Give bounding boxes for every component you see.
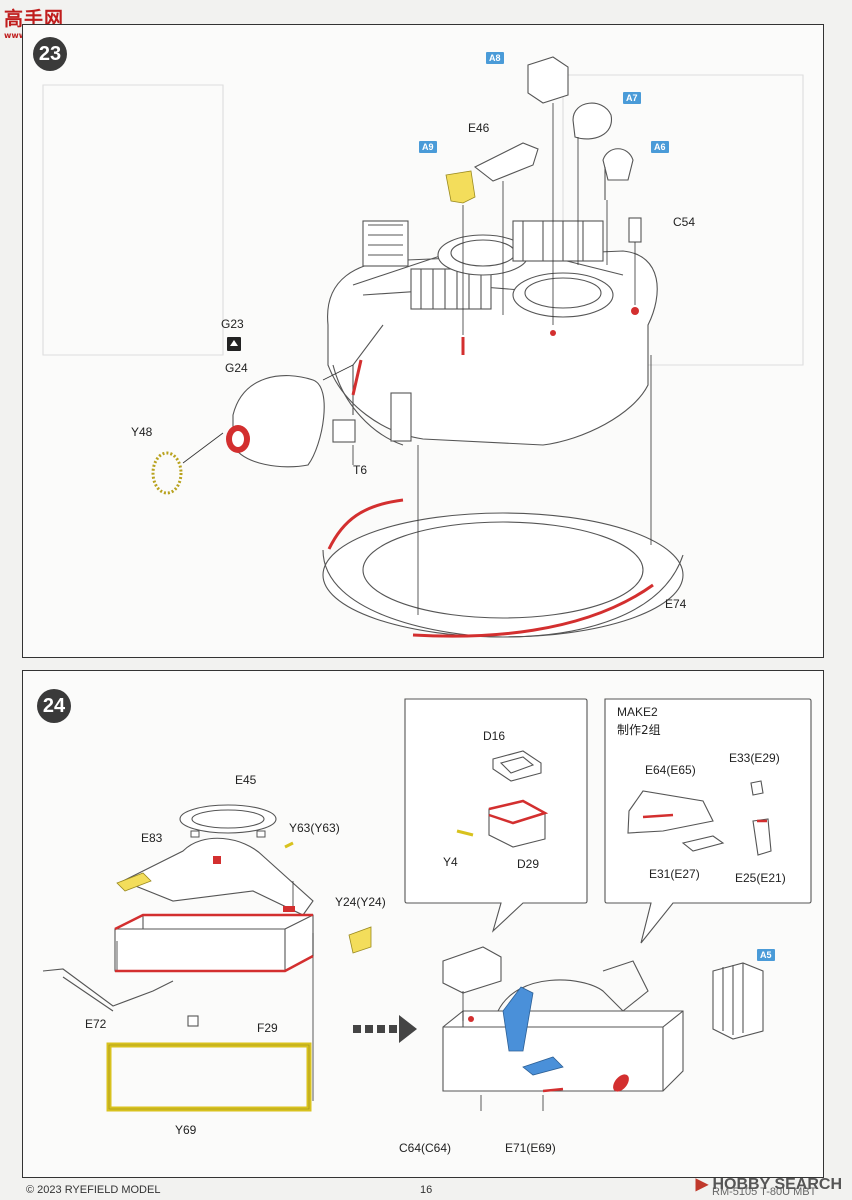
label-e74: E74 bbox=[665, 597, 687, 611]
label-f29: F29 bbox=[257, 1021, 278, 1035]
tag-a5: A5 bbox=[757, 949, 775, 961]
label-y63: Y63(Y63) bbox=[289, 821, 340, 835]
tag-a7: A7 bbox=[623, 92, 641, 104]
label-e83: E83 bbox=[141, 831, 163, 845]
label-e72: E72 bbox=[85, 1017, 107, 1031]
step-24-number: 24 bbox=[37, 689, 71, 723]
label-e31: E31(E27) bbox=[649, 867, 700, 881]
label-e71: E71(E69) bbox=[505, 1141, 556, 1155]
label-e64: E64(E65) bbox=[645, 763, 696, 777]
label-y24: Y24(Y24) bbox=[335, 895, 386, 909]
footer-product-code: RM-5105 T-80U MBT bbox=[712, 1186, 817, 1198]
tag-a8: A8 bbox=[486, 52, 504, 64]
label-c54: C54 bbox=[673, 215, 696, 229]
label-d16: D16 bbox=[483, 729, 506, 743]
label-g24: G24 bbox=[225, 361, 248, 375]
label-make2: MAKE2 bbox=[617, 705, 658, 719]
hull-frame-assembly-drawing bbox=[42, 698, 812, 1112]
label-c64: C64(C64) bbox=[399, 1141, 452, 1155]
hobby-search-watermark: ▶ HOBBY SEARCH bbox=[696, 1174, 842, 1194]
label-make2-cn: 制作2组 bbox=[617, 723, 661, 737]
label-t6: T6 bbox=[353, 463, 368, 477]
label-e25: E25(E21) bbox=[735, 871, 786, 885]
tag-a9: A9 bbox=[419, 141, 437, 153]
tag-a6: A6 bbox=[651, 141, 669, 153]
label-g23: G23 bbox=[221, 317, 244, 331]
step-23-number: 23 bbox=[33, 37, 67, 71]
label-d29: D29 bbox=[517, 857, 540, 871]
label-y48: Y48 bbox=[131, 425, 153, 439]
footer-page-number: 16 bbox=[420, 1184, 433, 1196]
label-e33: E33(E29) bbox=[729, 751, 780, 765]
footer-copyright: © 2023 RYEFIELD MODEL bbox=[26, 1184, 161, 1196]
hobby-search-icon: ▶ bbox=[695, 1176, 709, 1193]
step-23-panel: 23 bbox=[22, 24, 824, 658]
label-e45: E45 bbox=[235, 773, 257, 787]
label-y4: Y4 bbox=[443, 855, 458, 869]
hobby-search-text: HOBBY SEARCH bbox=[712, 1176, 843, 1193]
turret-assembly-drawing bbox=[42, 56, 804, 638]
step-24-panel: 24 bbox=[22, 670, 824, 1178]
label-e46: E46 bbox=[468, 121, 490, 135]
label-y69: Y69 bbox=[175, 1123, 197, 1137]
